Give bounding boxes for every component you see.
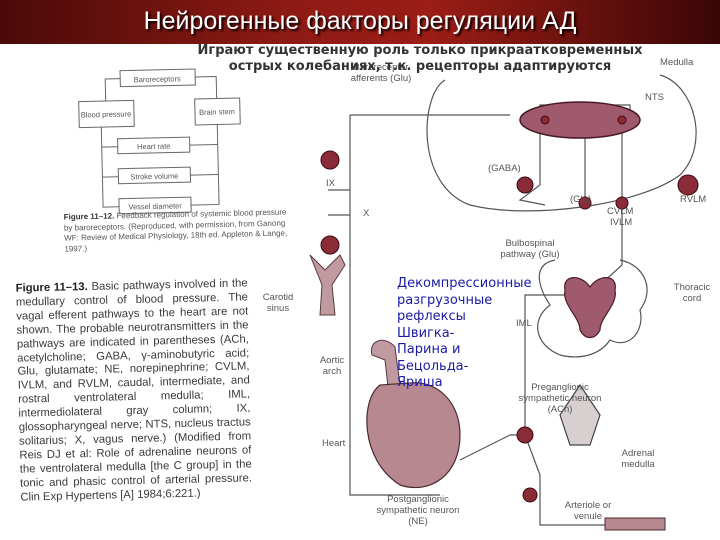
slide-subtitle: Играют существенную роль только прикраат…	[150, 43, 690, 75]
label-carotid-sinus: Carotid sinus	[262, 292, 294, 314]
adrenal-medulla-shape	[559, 383, 601, 446]
title-bar: Нейрогенные факторы регуляции АД	[0, 0, 720, 44]
ix-ganglion	[320, 150, 340, 170]
figure-11-13-label: Figure 11–13.	[15, 281, 88, 295]
label-gaba: (GABA)	[488, 163, 521, 174]
label-cvlm: CVLM	[607, 206, 634, 217]
figure-11-12-label: Figure 11–12.	[63, 211, 115, 222]
label-aortic-arch: Aortic arch	[319, 355, 345, 377]
label-nts: NTS	[645, 92, 664, 103]
medullary-pathways-diagram	[309, 74, 699, 531]
figure-11-13-text: Basic pathways involved in the medullary…	[15, 277, 253, 504]
label-preganglionic: Preganglionic sympathetic neuron (ACh)	[518, 382, 602, 415]
x-ganglion	[320, 235, 340, 255]
figure-11-13-caption: Figure 11–13. Basic pathways involved in…	[16, 277, 253, 505]
label-arteriole: Arteriole or venule	[564, 500, 612, 522]
left-figure: Baroreceptors Blood pressure Brain stem …	[0, 58, 300, 540]
flow-label-blood-pressure: Blood pressure	[81, 109, 132, 119]
label-heart: Heart	[322, 438, 346, 449]
postganglionic-path	[524, 434, 605, 526]
carotid-sinus-shape	[309, 254, 346, 316]
label-bulbospinal: Bulbospinal pathway (Glu)	[500, 238, 560, 260]
flow-label-vessel-diameter: Vessel diameter	[128, 201, 182, 211]
postganglionic-neuron	[522, 487, 538, 503]
rvlm-neuron	[615, 196, 629, 210]
subtitle-line-2: острых колебаниях, т.к. рецепторы адапти…	[228, 59, 612, 74]
reflex-note: Декомпрессионные разгрузочные рефлексы Ш…	[397, 276, 532, 390]
medulla-outline	[426, 74, 697, 212]
cord-grey-matter	[564, 277, 616, 339]
afferent-line	[349, 115, 440, 496]
aortic-arch-shape	[370, 339, 401, 388]
nts-nucleus	[519, 101, 641, 139]
label-x: X	[363, 208, 370, 219]
flow-label-baroreceptors: Baroreceptors	[134, 74, 182, 84]
nts-dot-2	[617, 115, 627, 125]
nts-dot-1	[540, 115, 550, 125]
figure-11-12-caption: Figure 11–12. Feedback regulation of sys…	[64, 207, 297, 254]
subtitle-line-1: Играют существенную роль только прикраат…	[197, 43, 643, 58]
gaba-neuron	[516, 176, 534, 194]
label-thoracic-cord: Thoracic cord	[673, 282, 711, 304]
to-heart-path	[459, 434, 525, 461]
cvlm-neuron	[578, 196, 592, 210]
flow-label-heart-rate: Heart rate	[137, 142, 171, 152]
flow-label-brain-stem: Brain stem	[199, 107, 235, 117]
rvlm-body	[677, 174, 699, 196]
label-glu: (Glu)	[570, 194, 592, 205]
thoracic-cord-outline	[537, 259, 648, 358]
label-adrenal-medulla: Adrenal medulla	[621, 448, 655, 470]
label-rvlm: RVLM	[680, 194, 707, 205]
label-ivlm: IVLM	[610, 217, 633, 228]
label-medulla: Medulla	[660, 57, 694, 68]
preganglionic-path	[524, 294, 570, 435]
heart-shape	[366, 382, 461, 489]
feedback-flowchart: Baroreceptors Blood pressure Brain stem …	[78, 68, 241, 215]
label-postganglionic: Postganglionic sympathetic neuron (NE)	[376, 494, 460, 527]
label-baroreceptor-afferents: Baroreceptor afferents (Glu)	[350, 62, 412, 84]
sympathetic-ganglion	[516, 426, 534, 444]
flow-label-stroke-volume: Stroke volume	[130, 171, 178, 181]
label-ix: IX	[326, 178, 335, 189]
label-iml: IML	[516, 318, 532, 329]
arteriole-shape	[604, 517, 666, 531]
gaba-path	[518, 125, 546, 206]
slide-title: Нейрогенные факторы регуляции АД	[143, 7, 577, 35]
